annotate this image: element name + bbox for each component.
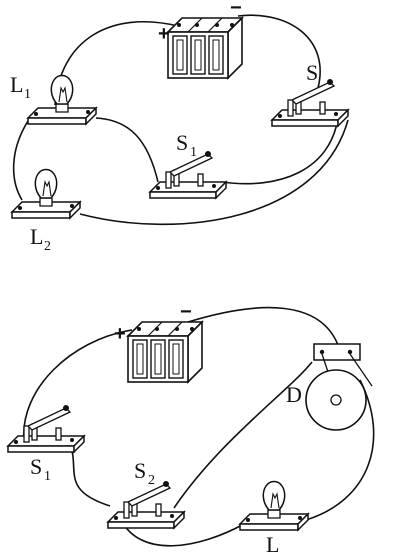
wire [69,443,111,507]
lamp-l2-subscript: 2 [44,239,51,254]
lamp-l2 [11,168,81,219]
lamp-l2-label: L [30,224,43,249]
switch-s2-label: S [134,458,146,483]
switch-s2-subscript: 2 [148,473,155,488]
lamp-l1 [27,74,97,125]
wire [237,14,321,89]
lamp-l1-label: L [10,72,23,97]
wire [95,117,159,183]
battery-minus-sign: − [230,0,242,19]
battery-top [167,17,243,79]
top-circuit: + − L 1 L 2 S S 1 [10,0,349,254]
switch-s [271,78,349,127]
switch-s1-top-label: S [176,130,188,155]
wire [173,361,313,509]
battery-bottom [127,321,203,383]
switch-s-label: S [306,60,318,85]
switch-s1-top [149,150,227,199]
switch-s1-bottom-subscript: 1 [44,469,51,484]
lamp-l-label: L [266,532,279,557]
wire [221,117,339,185]
wire [305,379,375,521]
lamp-l1-subscript: 1 [24,87,31,102]
bottom-circuit: + − D S 1 S 2 L [7,301,375,557]
wire [187,306,339,346]
motor-d-label: D [286,382,302,407]
battery-bottom-minus-sign: − [180,301,192,323]
wire [12,120,29,201]
wire [79,119,349,226]
switch-s2 [107,480,185,529]
lamp-l [239,480,309,531]
switch-s1-top-subscript: 1 [190,145,197,160]
wire [23,329,133,441]
switch-s1-bottom-label: S [30,454,42,479]
switch-s1-bottom [7,404,85,453]
motor-d [305,343,373,431]
battery-plus-sign: + [158,23,170,45]
battery-bottom-plus-sign: + [114,323,126,345]
wire [119,517,245,547]
